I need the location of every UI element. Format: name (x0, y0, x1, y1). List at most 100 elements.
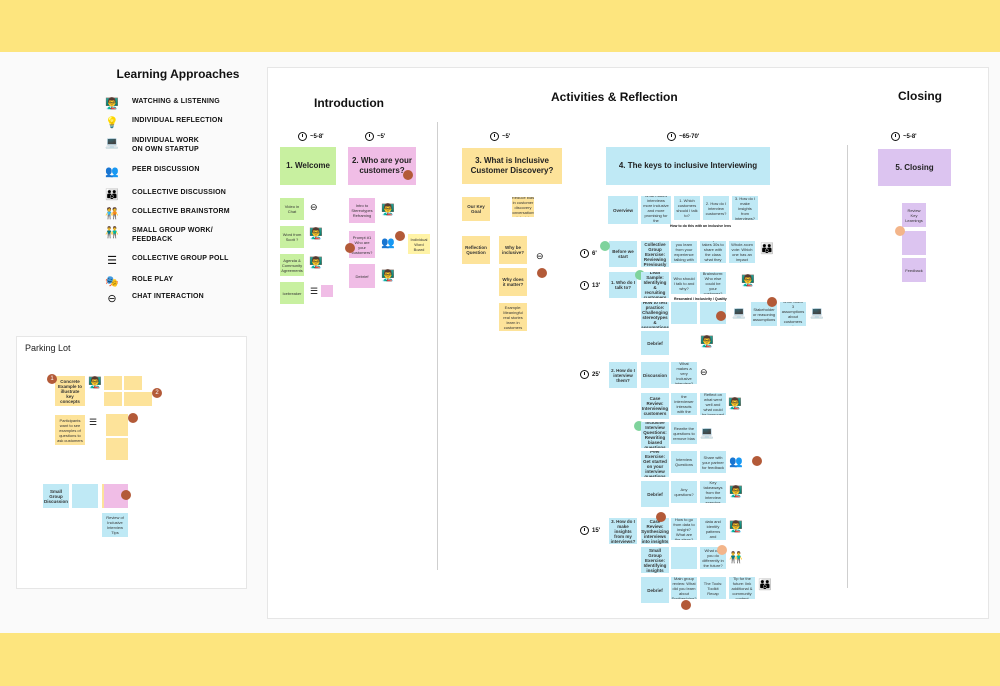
sticky-note[interactable]: Brainstorm: Who else could be your custo… (700, 272, 726, 294)
sticky-note[interactable] (671, 547, 697, 569)
sticky-note[interactable] (72, 484, 98, 508)
sticky-note[interactable]: Share with your partner for feedback (700, 451, 726, 473)
sticky-note[interactable] (134, 392, 152, 406)
sticky-note[interactable] (902, 231, 926, 255)
sticky-note[interactable] (321, 285, 333, 297)
sticky-note[interactable]: Example: Meaningful real stories learn i… (499, 303, 527, 331)
timer: 25' (580, 370, 600, 379)
sticky-note[interactable]: Agenda & Community Agreements (280, 254, 304, 276)
header-inclusive-discovery[interactable]: 3. What is Inclusive Customer Discovery? (462, 148, 562, 184)
chat-icon: ⊖ (700, 367, 708, 377)
sticky-note[interactable]: Our Key Goal (462, 197, 490, 221)
peer-discussion-icon: 👥 (729, 456, 743, 468)
watching-icon: 👨‍🏫 (88, 377, 102, 389)
sticky-note[interactable]: How to test practice: Challenging stereo… (641, 302, 669, 328)
header-closing[interactable]: 5. Closing (878, 149, 951, 186)
timer-icon (580, 281, 589, 290)
sticky-note[interactable]: Key takeaways from the interview exercis… (700, 481, 726, 503)
header-welcome[interactable]: 1. Welcome (280, 147, 336, 185)
sticky-note[interactable]: Small Group Exercise: Identifying insigh… (641, 547, 669, 573)
sticky-note[interactable]: Rewrite the questions to remove bias (671, 422, 697, 444)
sticky-note[interactable]: 2. How do I interview customers? (703, 196, 729, 220)
sticky-note[interactable]: Discussion (641, 362, 669, 388)
sticky-note[interactable]: Debrief (641, 577, 669, 603)
sticky-note[interactable]: Review Key Learnings (902, 203, 926, 227)
sticky-note[interactable]: 1. Who do I talk to? (609, 272, 637, 298)
sticky-note[interactable]: Interview Questions (671, 451, 697, 473)
sticky-note[interactable]: Write down 3 assumptions about customers… (780, 302, 806, 326)
watching-icon: 👨‍🏫 (741, 275, 755, 287)
sticky-note[interactable]: Video in Chat (280, 198, 304, 220)
sticky-note[interactable] (106, 438, 128, 460)
sticky-note[interactable]: The Tools: Toolkit Recap (700, 577, 726, 599)
sticky-note[interactable]: Before we start (609, 241, 637, 267)
section-divider (847, 145, 848, 588)
sticky-note[interactable]: Small Group Discussion (43, 484, 69, 508)
sticky-note[interactable]: Review of Inclusive Interview Tips (102, 513, 128, 537)
sticky-note[interactable]: Case Review: Interviewing customers (641, 393, 669, 419)
sticky-note[interactable]: Word from Scott ? (280, 226, 304, 248)
sticky-note[interactable]: Any questions? (671, 481, 697, 503)
sticky-note[interactable]: Concrete Example to illustrate key conce… (55, 376, 85, 406)
sticky-note[interactable] (104, 392, 122, 406)
sticky-note[interactable]: Everyone takes 30s to share with the cla… (700, 241, 726, 263)
legend-item: 👪COLLECTIVE DISCUSSION (102, 188, 226, 202)
sticky-note[interactable] (671, 302, 697, 324)
sticky-note[interactable]: Why be inclusive? (499, 236, 527, 264)
sticky-note[interactable]: Why does it matter? (499, 268, 527, 296)
legend-item: 👬SMALL GROUP WORK/ FEEDBACK (102, 226, 213, 244)
sticky-note[interactable]: Lean Sample: Identifying & recruiting cu… (641, 272, 669, 298)
timer: ~5' (365, 132, 385, 141)
poll-icon: ☰ (310, 286, 319, 296)
sticky-note[interactable] (106, 414, 128, 436)
sticky-note[interactable]: What makes a very inclusive interview? (671, 362, 697, 384)
sticky-note[interactable]: Debrief (349, 264, 375, 288)
sticky-note[interactable]: Whole-room vote: Which one has an impact (729, 241, 755, 263)
sticky-note[interactable]: Intro to Stereotypes Reframing (349, 198, 375, 223)
vote-dot (128, 413, 138, 423)
sticky-note[interactable]: Reflect on what went well and what could… (700, 393, 726, 415)
how-to-label: How to do this with an inclusive lens (670, 224, 732, 228)
chat-icon: ⊖ (310, 202, 318, 212)
chat-icon: ⊖ (107, 292, 117, 305)
sticky-note[interactable]: 3. How do I make insights from interview… (732, 196, 758, 220)
vote-dot (403, 170, 413, 180)
sticky-note[interactable]: Individual Word Board (408, 234, 430, 254)
sticky-note[interactable]: 1. Which customers should I talk to? (674, 196, 700, 220)
legend-item: 🎭ROLE PLAY (102, 275, 173, 289)
sticky-note[interactable]: Reduce bias in customer discovery conver… (512, 197, 534, 217)
sticky-note[interactable]: Inclusive Interview Questions: Rewriting… (641, 422, 669, 448)
sticky-note[interactable]: Main group review: What did you learn ab… (671, 577, 697, 599)
sticky-note[interactable]: Debrief (641, 331, 669, 355)
header-keys-interviewing[interactable]: 4. The keys to inclusive Interviewing (606, 147, 770, 185)
sticky-note[interactable]: Icebreaker (280, 282, 304, 304)
vote-dot (395, 231, 405, 241)
sticky-note[interactable]: Overview (608, 196, 638, 224)
sticky-note[interactable] (104, 376, 122, 390)
poll-icon: ☰ (107, 254, 117, 267)
sticky-note[interactable]: Watch how the interviewer interacts with… (671, 393, 697, 415)
sticky-note[interactable]: Reflection Question (462, 236, 490, 264)
sticky-note[interactable]: 2. How do I interview them? (609, 362, 637, 388)
sticky-note[interactable]: Case Review: Synthesizing interviews int… (641, 518, 669, 544)
sticky-note[interactable]: Tip for the future: link additional & co… (729, 577, 755, 599)
header-who-customers[interactable]: 2. Who are your customers? (348, 147, 416, 185)
sticky-note[interactable]: 3. How do I make insights from my interv… (609, 518, 637, 544)
section-title-closing: Closing (898, 89, 942, 103)
sticky-note[interactable]: Participants want to see examples of que… (55, 415, 85, 445)
sticky-note[interactable]: How to go from data to insight? What are… (671, 518, 697, 540)
sticky-note[interactable]: Who should I talk to and why? (671, 272, 697, 294)
sticky-note[interactable]: Collective Group Exercise: Reviewing Pre… (641, 241, 669, 267)
sticky-note[interactable]: Feedback (902, 258, 926, 282)
sticky-note[interactable]: What makes interviews more inclusive and… (641, 196, 671, 224)
vote-dot (717, 545, 727, 555)
sticky-note[interactable] (124, 376, 142, 390)
legend-item: 🧑‍🤝‍🧑COLLECTIVE BRAINSTORM (102, 207, 230, 221)
sticky-note[interactable]: Peer Exercise: Get started on your inter… (641, 451, 669, 477)
sticky-note[interactable]: What did you learn from your experience … (671, 241, 697, 263)
watching-icon: 👨‍🏫 (728, 398, 742, 410)
sticky-note[interactable]: Look at the data and identify patterns a… (700, 518, 726, 540)
sticky-note[interactable]: Stakeholder or reasoning assumptions (751, 302, 777, 326)
sticky-note[interactable]: Debrief (641, 481, 669, 507)
peer-discussion-icon: 👥 (105, 165, 119, 178)
